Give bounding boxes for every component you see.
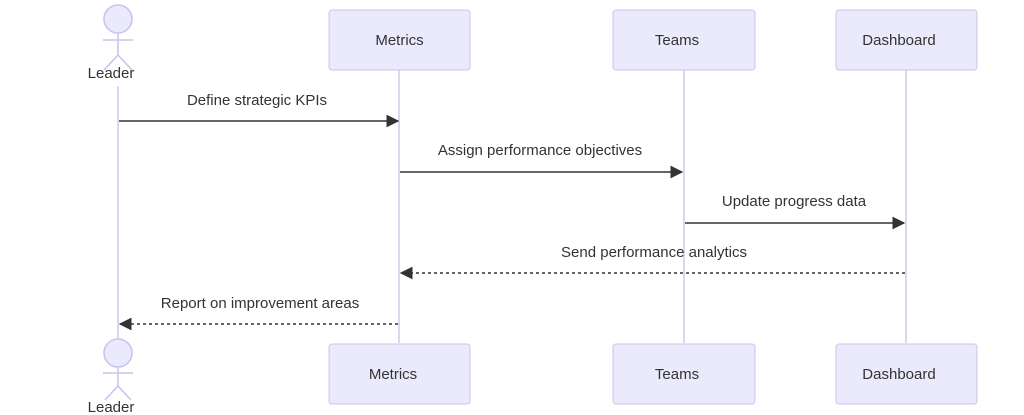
message-1: Define strategic KPIs [119,92,400,128]
message-label-3: Update progress data [722,193,867,210]
participant-dashboard-top: Dashboard [835,9,978,71]
participant-label-teams-bottom: Teams [655,366,699,383]
message-label-1: Define strategic KPIs [187,92,327,109]
actor-label-leader-top: Leader [88,65,135,82]
message-label-2: Assign performance objectives [438,142,642,159]
participant-metrics-bottom: Metrics [328,343,471,405]
message-5: Report on improvement areas [118,295,398,331]
participant-label-dashboard-top: Dashboard [862,32,935,49]
message-2: Assign performance objectives [400,142,684,179]
participant-label-teams-top: Teams [655,32,699,49]
messages: Define strategic KPIs Assign performance… [118,92,906,331]
participant-teams-bottom: Teams [612,343,756,405]
message-3: Update progress data [685,193,906,230]
actor-leader-bottom: Leader [88,338,135,415]
participant-label-metrics-bottom: Metrics [369,366,417,383]
message-4: Send performance analytics [399,244,905,280]
participant-dashboard-bottom: Dashboard [835,343,978,405]
actor-icon [103,338,133,401]
participant-teams-top: Teams [612,9,756,71]
message-label-5: Report on improvement areas [161,295,359,312]
actor-label-leader-bottom: Leader [88,399,135,415]
message-label-4: Send performance analytics [561,244,747,261]
actor-icon [103,4,133,71]
participant-label-dashboard-bottom: Dashboard [862,366,935,383]
actor-leader-top: Leader [88,4,135,82]
participant-metrics-top: Metrics [328,9,471,71]
participant-label-metrics-top: Metrics [375,32,423,49]
